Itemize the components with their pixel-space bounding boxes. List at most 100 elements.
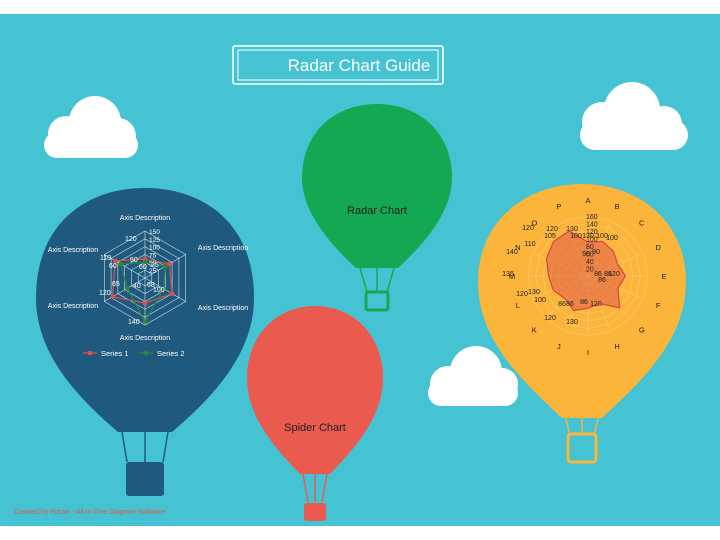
cloud-icon: [428, 346, 518, 406]
radar-tick-label: 60: [586, 252, 594, 259]
radar-axis-letter: G: [639, 326, 645, 335]
radar-data-label: 86: [604, 271, 612, 278]
green-balloon: Radar Chart: [302, 104, 452, 312]
legend-label: Series 1: [101, 349, 129, 358]
radar-tick-label: 80: [586, 244, 594, 251]
radar-tick-label: 25: [149, 268, 157, 275]
radar-data-label: 60: [139, 264, 147, 271]
radar-point: [110, 294, 115, 299]
radar-data-label: 120: [516, 291, 528, 298]
radar-data-label: 110: [524, 241, 535, 248]
radar-data-label: 120: [544, 315, 556, 322]
radar-data-label: 130: [566, 226, 578, 233]
radar-axis-letter: M: [509, 272, 515, 281]
page-title: Radar Chart Guide: [288, 56, 431, 75]
radar-axis-label: Axis Description: [198, 305, 248, 312]
radar-data-label: 86: [558, 301, 566, 308]
radar-tick-label: 40: [586, 259, 594, 266]
radar-tick-label: 20: [586, 267, 594, 274]
radar-data-label: 60: [109, 263, 117, 270]
radar-tick-label: 75: [149, 253, 157, 260]
radar-data-label: 120: [590, 301, 602, 308]
radar-data-label: 120: [608, 271, 620, 278]
cloud-icon: [44, 96, 138, 158]
radar-axis-label: Axis Description: [48, 303, 98, 310]
radar-data-label: 100: [596, 233, 608, 240]
title-banner: Radar Chart Guide: [232, 45, 444, 85]
radar-data-label: 90: [592, 249, 600, 256]
radar-axis-letter: I: [587, 348, 589, 357]
radar-data-label: 130: [582, 233, 594, 240]
radar-data-label: 140: [506, 249, 518, 256]
radar-axis-letter: D: [656, 243, 662, 252]
radar-point: [167, 261, 172, 266]
green-balloon-label: Radar Chart: [347, 205, 407, 217]
radar-point: [163, 264, 168, 269]
legend-label: Series 2: [157, 349, 185, 358]
radar-data-label: 86: [598, 277, 606, 284]
radar-data-label: 68: [147, 282, 155, 289]
radar-axis-label: Axis Description: [120, 215, 170, 222]
footer-credit: Created by Edraw - All-in-One Diagram So…: [14, 509, 165, 516]
cloud-icon: [580, 82, 688, 150]
radar-tick-label: 100: [586, 237, 598, 244]
radar-tick-label: 100: [149, 245, 160, 252]
radar-axis-letter: P: [556, 202, 561, 211]
radar-data-label: 105: [544, 233, 556, 240]
radar-point: [113, 258, 118, 263]
radar-data-label: 50: [130, 257, 138, 264]
radar-point: [118, 261, 123, 267]
radar-data-label: 100: [534, 297, 546, 304]
radar-axis-letter: E: [661, 272, 666, 281]
radar-axis-letter: F: [656, 301, 661, 310]
radar-data-label: 86: [580, 299, 588, 306]
radar-axis-letter: K: [532, 326, 537, 335]
legend-marker: [143, 350, 149, 356]
radar-axis-letter: H: [614, 342, 619, 351]
radar-axis-letter: A: [585, 196, 590, 205]
radar-data-label: 86: [594, 271, 602, 278]
radar-axis-label: Axis Description: [198, 245, 248, 252]
radar-point: [143, 257, 147, 262]
radar-data-label: 130: [566, 319, 578, 326]
red-balloon: Spider Chart: [247, 306, 383, 521]
radar-tick-label: 125: [149, 237, 160, 244]
radar-axis-label: Axis Description: [120, 335, 170, 342]
radar-data-label: 110: [100, 255, 111, 262]
radar-data-label: 120: [522, 225, 534, 232]
radar-tick-label: 120: [586, 229, 598, 236]
radar-data-label: 100: [570, 233, 582, 240]
radar-tick-label: 150: [149, 229, 160, 236]
radar-data-label: 25: [151, 262, 159, 269]
radar-data-label: 140: [128, 319, 140, 326]
radar-tick-label: 140: [586, 222, 598, 229]
radar-axis-letter: L: [516, 301, 520, 310]
radar-data-label: 65: [112, 281, 120, 288]
radar-data-label: 90: [582, 251, 590, 258]
radar-data-label: 40: [133, 283, 141, 290]
radar-tick-label: 160: [586, 214, 598, 221]
radar-data-label: 120: [99, 290, 111, 297]
radar-data-label: 130: [528, 289, 540, 296]
radar-point: [170, 291, 175, 296]
radar-data-label: 135: [502, 271, 514, 278]
radar-series-area: [545, 230, 627, 312]
radar-point: [142, 319, 148, 325]
radar-axis-letter: N: [515, 243, 520, 252]
radar-point: [142, 260, 148, 265]
radar-data-label: 120: [125, 236, 137, 243]
radar-axis-letter: J: [557, 342, 561, 351]
radar-point: [143, 301, 147, 306]
radar-point: [161, 286, 166, 291]
radar-data-label: 86: [566, 301, 574, 308]
radar-axis-line: [104, 254, 146, 279]
radar-axis-letter: O: [531, 218, 537, 227]
radar-axis-letter: B: [615, 202, 620, 211]
radar-point: [125, 285, 130, 291]
red-balloon-label: Spider Chart: [284, 422, 346, 434]
radar-data-label: 120: [546, 226, 558, 233]
radar-axis-label: Axis Description: [48, 247, 98, 254]
